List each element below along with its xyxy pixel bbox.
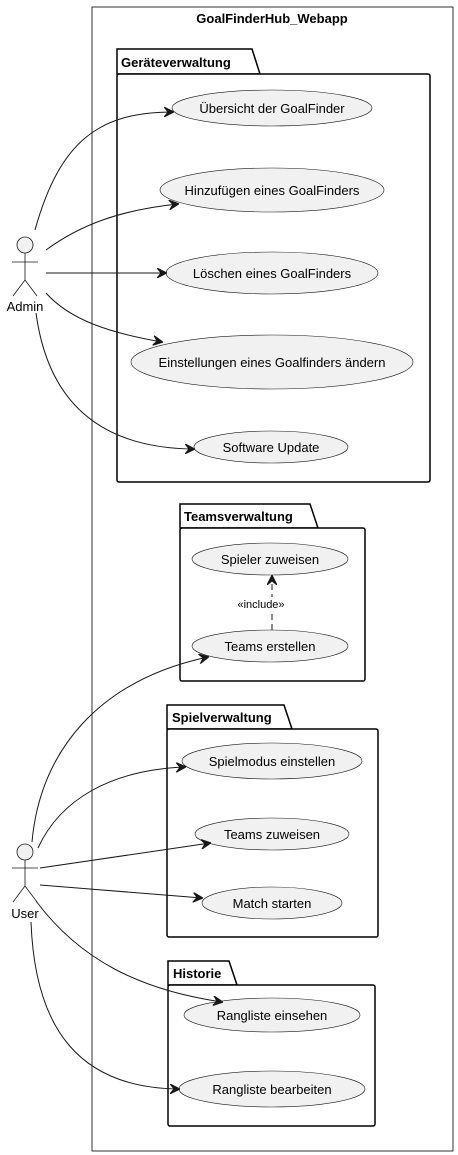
actor-label: Admin	[7, 299, 44, 314]
usecase-hinzufuegen[interactable]: Hinzufügen eines GoalFinders	[159, 167, 385, 213]
include-stereotype: «include»	[237, 599, 284, 611]
edge-admin-hinzufuegen	[45, 204, 178, 251]
package-title: Teamsverwaltung	[184, 509, 293, 524]
usecase-label: Löschen eines GoalFinders	[193, 266, 352, 281]
usecase-label: Hinzufügen eines GoalFinders	[185, 183, 360, 198]
usecase-label: Teams zuweisen	[224, 827, 320, 842]
usecase-label: Spieler zuweisen	[221, 552, 319, 567]
usecase-spielmodus[interactable]: Spielmodus einstellen	[181, 742, 363, 780]
edge-user-teams-erstellen	[31, 657, 208, 843]
usecase-label: Einstellungen eines Goalfinders ändern	[159, 355, 386, 370]
edge-user-rangliste-einsehen	[35, 900, 222, 1002]
edge-admin-einstellungen	[45, 292, 162, 342]
usecase-label: Match starten	[233, 896, 312, 911]
usecase-loeschen[interactable]: Löschen eines GoalFinders	[165, 251, 379, 295]
usecase-rangliste-bearbeiten[interactable]: Rangliste bearbeiten	[178, 1070, 366, 1108]
actor-admin[interactable]: Admin	[7, 236, 44, 314]
usecase-match-starten[interactable]: Match starten	[201, 886, 343, 920]
package-title: Historie	[173, 966, 221, 981]
usecase-uebersicht[interactable]: Übersicht der GoalFinder	[171, 89, 373, 127]
user-edges	[30, 657, 222, 1089]
actor-user[interactable]: User	[11, 843, 39, 921]
usecase-label: Teams erstellen	[224, 639, 315, 654]
package-title: Spielverwaltung	[172, 710, 272, 725]
actor-label: User	[11, 906, 39, 921]
edge-user-spielmodus	[37, 767, 185, 849]
usecase-label: Rangliste bearbeiten	[212, 1082, 331, 1097]
usecase-label: Software Update	[223, 440, 320, 455]
edge-user-match-starten	[39, 884, 202, 898]
edge-admin-uebersicht	[34, 112, 173, 231]
usecase-label: Übersicht der GoalFinder	[199, 101, 345, 116]
usecase-software-update[interactable]: Software Update	[193, 430, 349, 464]
usecase-teams-erstellen[interactable]: Teams erstellen	[191, 629, 349, 663]
system-title: GoalFinderHub_Webapp	[196, 11, 347, 26]
edge-admin-update	[35, 312, 194, 449]
package-title: Geräteverwaltung	[121, 55, 231, 70]
usecase-label: Rangliste einsehen	[217, 1008, 328, 1023]
usecase-spieler-zuweisen[interactable]: Spieler zuweisen	[191, 542, 349, 576]
edge-user-rangliste-bearbeiten	[30, 921, 179, 1089]
edge-user-teams-zuweisen	[39, 843, 210, 869]
include-relation: «include»	[232, 576, 290, 630]
usecase-einstellungen[interactable]: Einstellungen eines Goalfinders ändern	[130, 334, 414, 390]
usecase-label: Spielmodus einstellen	[209, 754, 335, 769]
admin-edges	[34, 112, 194, 449]
usecase-teams-zuweisen[interactable]: Teams zuweisen	[194, 817, 350, 851]
usecase-rangliste-einsehen[interactable]: Rangliste einsehen	[183, 997, 361, 1033]
